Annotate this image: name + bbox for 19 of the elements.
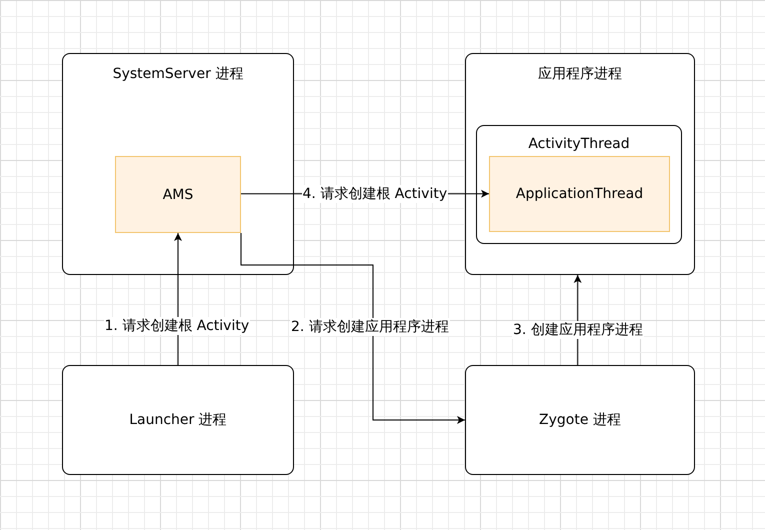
process-box	[62, 53, 294, 275]
process-box	[465, 53, 695, 275]
service-box	[115, 156, 241, 233]
node-label: 应用程序进程	[537, 65, 623, 84]
node-label: ApplicationThread	[514, 185, 644, 204]
edge-label: 1. 请求创建根 Activity	[104, 317, 250, 335]
edge-label: 4. 请求创建根 Activity	[302, 185, 448, 203]
node-label: ActivityThread	[527, 135, 631, 154]
edge-label: 2. 请求创建应用程序进程	[290, 318, 450, 336]
thread-box	[476, 125, 682, 244]
edge-label: 3. 创建应用程序进程	[512, 321, 644, 339]
node-label: Launcher 进程	[128, 411, 228, 430]
arrow	[240, 232, 466, 424]
process-box	[465, 365, 695, 475]
node-label: Zygote 进程	[538, 411, 622, 430]
process-box	[62, 365, 294, 475]
service-box	[489, 156, 670, 232]
node-label: AMS	[162, 186, 194, 204]
node-label: SystemServer 进程	[112, 65, 244, 84]
